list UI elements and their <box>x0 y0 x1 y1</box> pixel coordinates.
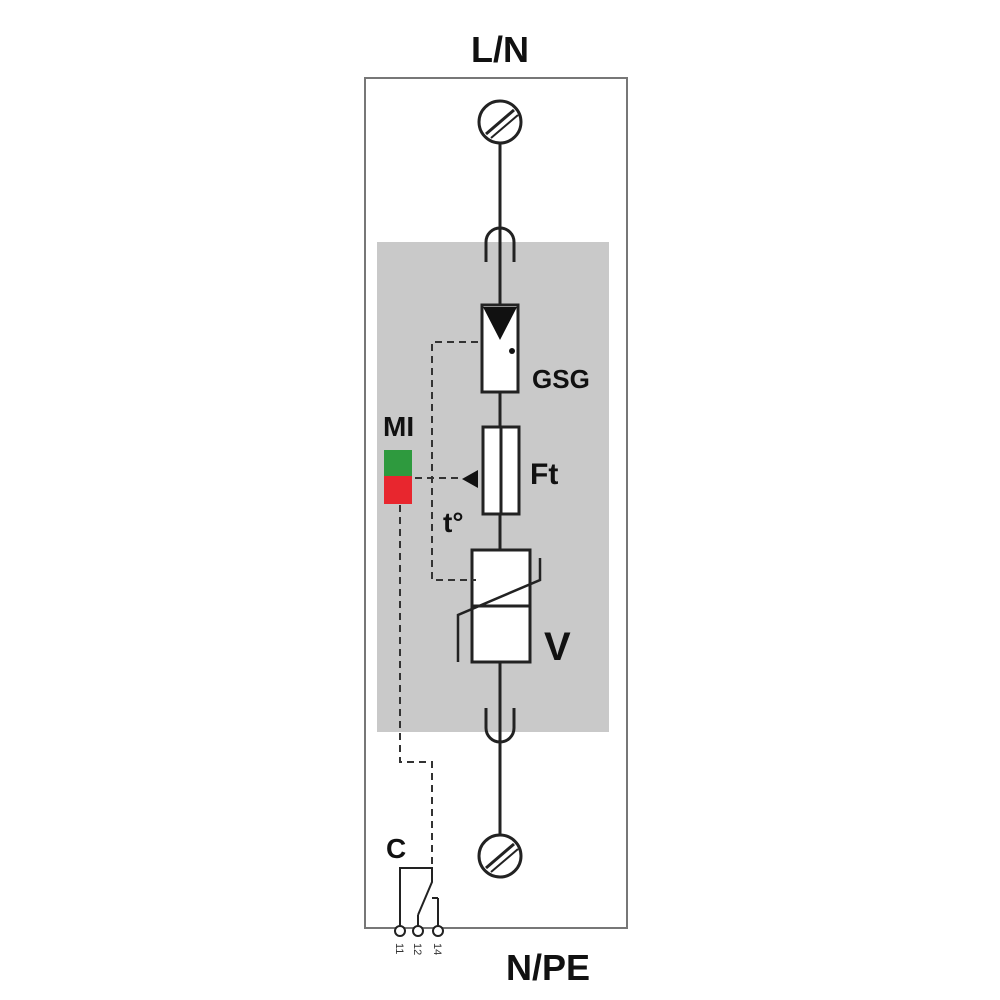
bottom-terminal-label: N/PE <box>506 947 590 988</box>
pin-14-label: 14 <box>431 943 443 955</box>
remote-contact-label: C <box>386 833 406 864</box>
thermal-fuse-icon <box>462 425 521 516</box>
top-terminal-label: L/N <box>471 29 529 70</box>
bottom-plug-contact-icon <box>484 708 516 745</box>
pin-12-label: 12 <box>411 943 423 955</box>
status-indicator-ok <box>384 450 412 476</box>
pin-11-label: 11 <box>393 943 405 954</box>
status-indicator-fault <box>384 476 412 504</box>
gsg-label: GSG <box>532 364 590 394</box>
gas-spark-gap-icon <box>480 303 520 394</box>
ft-label: Ft <box>530 458 558 491</box>
bottom-screw-terminal-icon <box>477 833 523 879</box>
temperature-label: t° <box>443 507 464 538</box>
top-screw-terminal-icon <box>477 99 523 145</box>
mechanical-link-lines <box>399 341 478 868</box>
remote-contact-switch-icon <box>394 867 444 937</box>
mi-label: MI <box>383 411 414 442</box>
top-plug-contact-icon <box>484 226 516 262</box>
varistor-icon <box>456 548 542 664</box>
varistor-label: V <box>544 625 571 669</box>
